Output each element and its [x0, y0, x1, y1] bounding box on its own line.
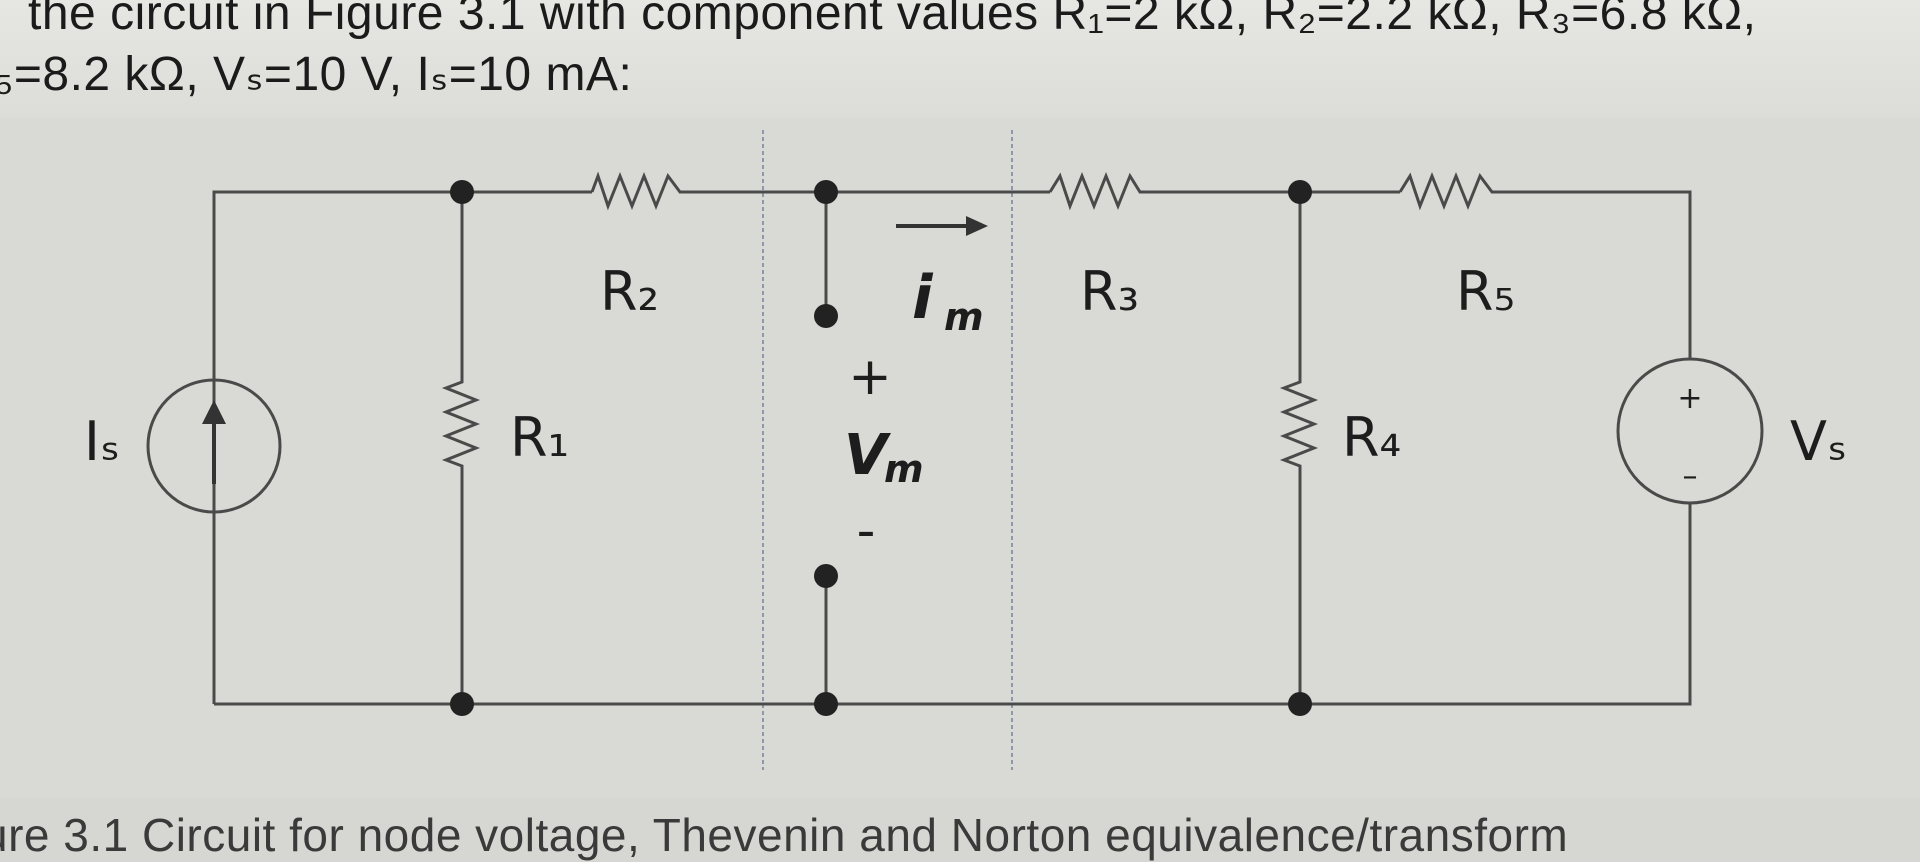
wire-top-right: [1510, 190, 1692, 360]
figure-caption: ure 3.1 Circuit for node voltage, Theven…: [0, 809, 1569, 861]
label-vs: Vₛ: [1790, 410, 1847, 473]
label-r5: R₅: [1456, 260, 1515, 323]
current-source-is: [146, 378, 282, 514]
wire-top-left: [212, 190, 462, 412]
label-r2: R₂: [600, 260, 659, 323]
current-source-arrow-head: [202, 400, 226, 424]
label-r4: R₄: [1342, 406, 1401, 469]
node-top-vm: [814, 180, 838, 204]
im-arrow-head: [966, 216, 988, 236]
resistor-r3: [1048, 171, 1170, 211]
vs-plus-sign: +: [1677, 381, 1702, 416]
resistor-r1: [441, 376, 481, 472]
figure-background: [0, 118, 1920, 798]
node-top-r4: [1288, 180, 1312, 204]
resistor-r4: [1279, 376, 1319, 472]
label-vm: V: [844, 423, 892, 488]
label-vm-plus: +: [848, 347, 892, 407]
label-r3: R₃: [1080, 260, 1139, 323]
node-top-r1: [450, 180, 474, 204]
problem-statement: the circuit in Figure 3.1 with component…: [0, 0, 1920, 120]
vs-minus-sign: –: [1683, 459, 1698, 494]
label-im-subscript: m: [944, 295, 984, 339]
terminal-vm-plus: [814, 304, 838, 328]
node-bottom-r1: [450, 692, 474, 716]
label-vm-subscript: m: [884, 447, 924, 491]
wire-bottom-right: [826, 502, 1692, 706]
problem-text-line-2: ₅=8.2 kΩ, Vₛ=10 V, Iₛ=10 mA:: [0, 48, 633, 101]
resistor-r2: [590, 171, 706, 211]
label-r1: R₁: [510, 406, 569, 469]
resistor-r5: [1398, 171, 1510, 211]
node-bottom-r4: [1288, 692, 1312, 716]
label-vm-minus: -: [857, 501, 876, 561]
circuit-diagram: + – R₂ R₁ R₃ R₄ R₅ Iₛ Vₛ i m + V m -: [0, 118, 1920, 798]
node-bottom-vm: [814, 692, 838, 716]
terminal-vm-minus: [814, 564, 838, 588]
label-im: i: [912, 263, 934, 333]
circuit-figure: + – R₂ R₁ R₃ R₄ R₅ Iₛ Vₛ i m + V m -: [0, 118, 1920, 798]
problem-text-line-1: the circuit in Figure 3.1 with component…: [28, 0, 1757, 40]
label-is: Iₛ: [84, 410, 120, 473]
voltage-source-vs: [1616, 357, 1764, 505]
